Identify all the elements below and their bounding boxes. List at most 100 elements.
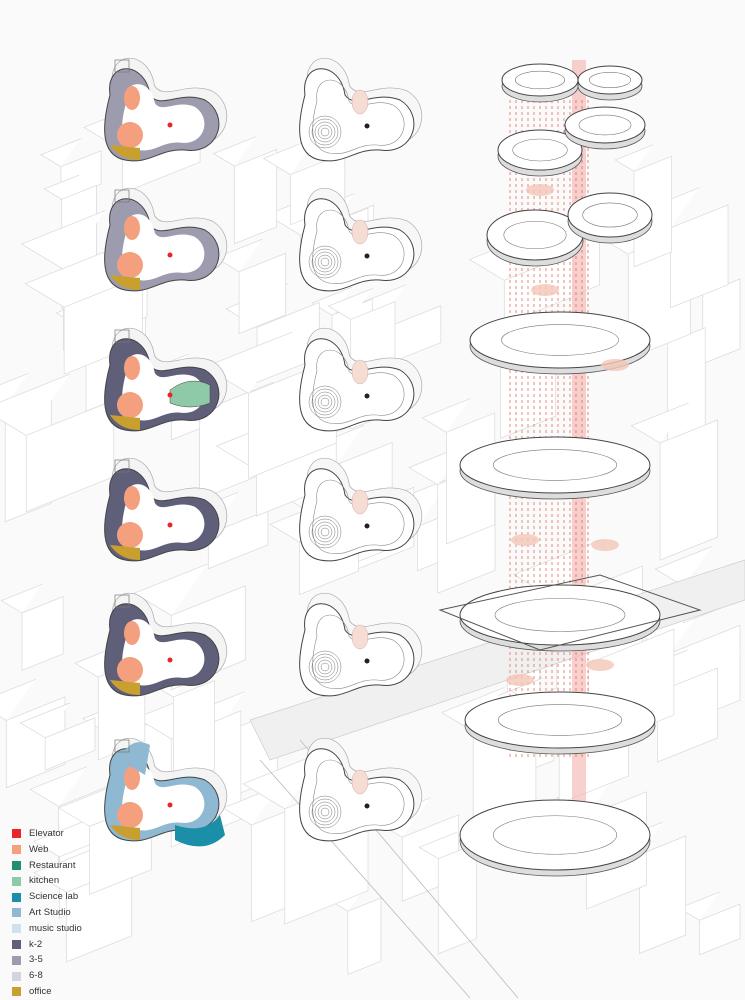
legend-label: music studio: [29, 922, 82, 934]
auditorium-ring: [320, 527, 330, 537]
web-zone: [117, 122, 143, 148]
auditorium-ring: [308, 245, 342, 279]
line-plan-floor-6: [299, 58, 423, 162]
web-zone: [124, 621, 140, 645]
floor-inner-ring: [588, 72, 632, 89]
floor-inner-ring: [492, 815, 618, 855]
light-well: [351, 89, 369, 115]
legend-swatch: [12, 892, 21, 902]
auditorium-ring: [317, 524, 333, 540]
auditorium-ring: [314, 801, 336, 823]
auditorium-ring: [317, 254, 333, 270]
program-plan-floor-2: [104, 593, 228, 697]
exploded-axonometric: [438, 60, 702, 877]
line-plan-floor-1: [299, 738, 423, 842]
context-building: [678, 891, 741, 956]
office-zone: [110, 415, 140, 430]
plan-outline: [299, 748, 415, 842]
legend-label: Restaurant: [29, 859, 76, 871]
line-plan-floor-5: [299, 188, 423, 292]
legend-swatch: [12, 971, 21, 981]
light-well: [351, 769, 369, 795]
elevator-marker: [167, 657, 173, 663]
stair-core: [114, 459, 130, 473]
legend-item: Elevator: [12, 826, 82, 842]
web-zone: [117, 657, 143, 683]
corridor-line: [312, 759, 405, 835]
legend-swatch: [12, 955, 21, 965]
auditorium-ring: [320, 397, 330, 407]
auditorium-ring: [320, 257, 330, 267]
light-well: [351, 624, 369, 650]
auditorium-ring: [314, 121, 336, 143]
legend-item: office: [12, 984, 82, 1000]
legend-label: Web: [29, 843, 49, 855]
web-zone: [117, 802, 143, 828]
plan-outline: [299, 68, 415, 162]
floor-slab: [564, 106, 646, 144]
floating-web-element: [531, 284, 559, 296]
plan-outline: [299, 198, 415, 292]
legend-label: 6-8: [29, 970, 43, 982]
context-building: [630, 402, 718, 561]
web-zone: [124, 486, 140, 510]
corridor-line: [312, 479, 405, 555]
program-plan-floor-4: [104, 328, 228, 432]
elevator-marker: [364, 123, 370, 129]
floor-inner-ring: [497, 704, 623, 736]
floating-web-element: [526, 184, 554, 196]
floating-web-element: [586, 659, 614, 671]
context-building: [421, 398, 496, 545]
line-plan-floor-2: [299, 593, 423, 697]
office-zone: [110, 145, 140, 160]
legend-label: Science lab: [29, 891, 79, 903]
plan-outline: [299, 468, 415, 562]
floor-inner-ring: [578, 114, 632, 136]
auditorium-ring: [314, 656, 336, 678]
corridor-line: [312, 614, 405, 690]
web-zone: [117, 392, 143, 418]
auditorium-ring: [311, 118, 339, 146]
program-plan-floor-3: [104, 458, 228, 562]
legend-item: kitchen: [12, 873, 82, 889]
context-building: [215, 238, 287, 335]
legend-item: music studio: [12, 921, 82, 937]
floor-slab: [459, 436, 651, 494]
elevator-marker: [167, 802, 173, 808]
plan-outline: [299, 338, 415, 432]
auditorium-ring: [320, 807, 330, 817]
elevator-marker: [364, 253, 370, 259]
floor-inner-ring: [582, 202, 638, 228]
elevator-marker: [167, 122, 173, 128]
stair-core: [114, 594, 130, 608]
elevator-marker: [364, 658, 370, 664]
floor-slab: [501, 63, 579, 97]
legend-item: Restaurant: [12, 858, 82, 874]
elevator-marker: [167, 252, 173, 258]
light-well: [351, 359, 369, 385]
legend-item: Science lab: [12, 889, 82, 905]
context-building: [0, 583, 64, 671]
elevator-marker: [167, 522, 173, 528]
ground-plane: [438, 574, 702, 651]
stair-core: [114, 189, 130, 203]
legend-swatch: [12, 939, 21, 949]
auditorium-ring: [311, 653, 339, 681]
office-zone: [110, 680, 140, 695]
elevator-marker: [364, 393, 370, 399]
auditorium-ring: [308, 515, 342, 549]
web-zone: [124, 766, 140, 790]
floating-web-element: [601, 359, 629, 371]
floor-inner-ring: [512, 138, 568, 162]
auditorium-ring: [317, 659, 333, 675]
floor-inner-ring: [501, 324, 619, 356]
office-zone: [110, 275, 140, 290]
floor-slab: [577, 65, 643, 95]
auditorium-ring: [314, 251, 336, 273]
legend-label: Art Studio: [29, 906, 71, 918]
auditorium-ring: [317, 124, 333, 140]
floor-slab: [459, 799, 651, 871]
legend-item: 3-5: [12, 952, 82, 968]
auditorium-ring: [308, 115, 342, 149]
